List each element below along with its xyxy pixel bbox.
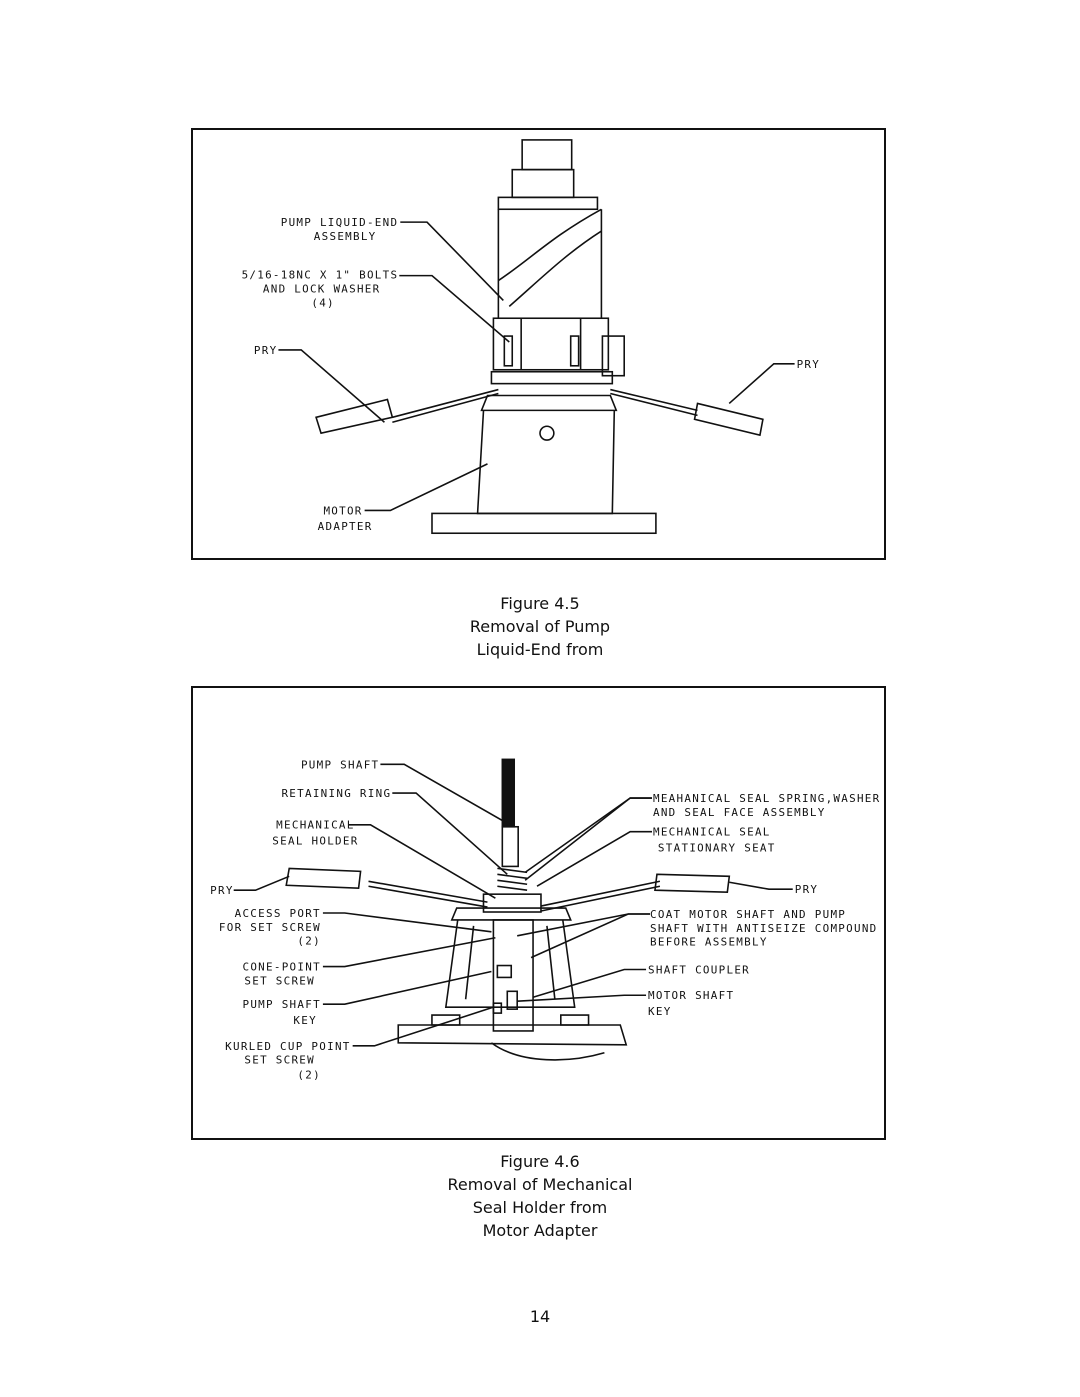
caption-line: Liquid-End from bbox=[476, 640, 604, 659]
figure-4-6-svg: PUMP SHAFT RETAINING RING MECHANICAL SEA… bbox=[210, 758, 881, 1082]
label-bolts-1: 5/16-18NC X 1" BOLTS bbox=[242, 269, 399, 282]
label-pry-right: PRY bbox=[795, 883, 819, 896]
label-seal-spring-1: MEAHANICAL SEAL SPRING,WASHER bbox=[653, 792, 881, 805]
label-stationary-seat-1: MECHANICAL SEAL bbox=[653, 826, 771, 839]
label-seal-spring-2: AND SEAL FACE ASSEMBLY bbox=[653, 806, 826, 819]
label-coat-2: SHAFT WITH ANTISEIZE COMPOUND bbox=[650, 922, 878, 935]
label-shaft-coupler: SHAFT COUPLER bbox=[648, 963, 750, 976]
label-motor-adapter-1: MOTOR bbox=[323, 504, 362, 517]
label-access-port-2: FOR SET SCREW bbox=[219, 921, 321, 934]
label-pump-shaft: PUMP SHAFT bbox=[301, 758, 379, 771]
label-cone-point-1: CONE-POINT bbox=[242, 960, 320, 973]
seal-holder-illustration bbox=[233, 758, 793, 1061]
label-motor-shaft-key-1: MOTOR SHAFT bbox=[648, 989, 734, 1002]
caption-line: Motor Adapter bbox=[482, 1221, 598, 1240]
label-pry-left: PRY bbox=[210, 884, 234, 897]
figure-4-5-labels: PUMP LIQUID-END ASSEMBLY 5/16-18NC X 1" … bbox=[242, 216, 821, 533]
caption-line: Removal of Pump bbox=[469, 617, 611, 636]
caption-line: Figure 4.5 bbox=[500, 594, 580, 613]
label-knurled-1: KURLED CUP POINT bbox=[225, 1040, 351, 1053]
label-mech-seal-holder-2: SEAL HOLDER bbox=[272, 835, 358, 848]
figure-4-6-labels: PUMP SHAFT RETAINING RING MECHANICAL SEA… bbox=[210, 758, 881, 1082]
figure-4-5-drawing: PUMP LIQUID-END ASSEMBLY 5/16-18NC X 1" … bbox=[191, 128, 886, 560]
label-stationary-seat-2: STATIONARY SEAT bbox=[658, 842, 776, 855]
label-motor-adapter-2: ADAPTER bbox=[318, 520, 373, 533]
figure-4-5-caption: Figure 4.5 Removal of Pump Liquid-End fr… bbox=[0, 592, 1080, 661]
caption-line: Seal Holder from bbox=[472, 1198, 608, 1217]
label-liquid-end-1: PUMP LIQUID-END bbox=[281, 216, 399, 229]
figure-4-6-drawing: PUMP SHAFT RETAINING RING MECHANICAL SEA… bbox=[191, 686, 886, 1140]
label-knurled-3: (2) bbox=[297, 1069, 321, 1082]
label-access-port-1: ACCESS PORT bbox=[235, 907, 321, 920]
label-bolts-2: AND LOCK WASHER bbox=[263, 282, 381, 295]
figure-4-5-svg: PUMP LIQUID-END ASSEMBLY 5/16-18NC X 1" … bbox=[242, 139, 821, 535]
page-number: 14 bbox=[529, 1307, 551, 1326]
label-cone-point-2: SET SCREW bbox=[244, 974, 315, 987]
pump-assembly-illustration bbox=[278, 139, 795, 535]
label-coat-3: BEFORE ASSEMBLY bbox=[650, 936, 768, 949]
label-bolts-3: (4) bbox=[311, 296, 335, 309]
label-coat-1: COAT MOTOR SHAFT AND PUMP bbox=[650, 908, 846, 921]
label-liquid-end-2: ASSEMBLY bbox=[314, 230, 377, 243]
figure-4-6-caption: Figure 4.6 Removal of Mechanical Seal Ho… bbox=[0, 1150, 1080, 1242]
caption-line: Removal of Mechanical bbox=[447, 1175, 633, 1194]
label-pry-left: PRY bbox=[254, 344, 278, 357]
label-pump-shaft-key-2: KEY bbox=[293, 1014, 317, 1027]
label-mech-seal-holder-1: MECHANICAL bbox=[276, 819, 354, 832]
label-knurled-2: SET SCREW bbox=[244, 1054, 315, 1067]
label-retaining-ring: RETAINING RING bbox=[281, 787, 391, 800]
label-access-port-3: (2) bbox=[297, 935, 321, 948]
label-pry-right: PRY bbox=[797, 358, 821, 371]
caption-line: Figure 4.6 bbox=[500, 1152, 580, 1171]
label-motor-shaft-key-2: KEY bbox=[648, 1005, 672, 1018]
label-pump-shaft-key-1: PUMP SHAFT bbox=[242, 998, 320, 1011]
